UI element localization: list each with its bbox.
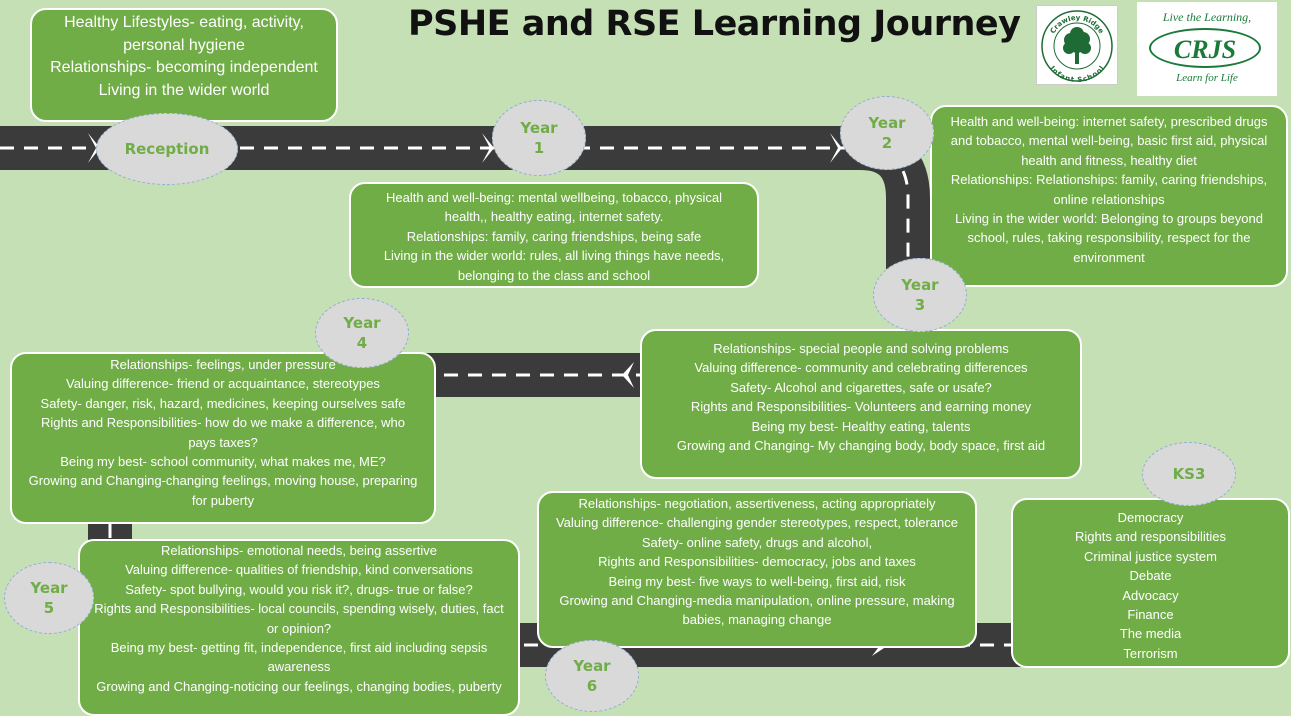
box-line: Living in the wider world xyxy=(98,81,270,99)
oval-number: 6 xyxy=(586,677,598,695)
arrow-left-icon xyxy=(622,362,634,388)
crawley-ridge-logo: Crawley Ridge Infant School xyxy=(1036,5,1118,85)
box-line: Healthy Lifestyles- eating, activity, pe… xyxy=(64,14,304,54)
box-line: Debate xyxy=(1129,568,1172,584)
year1-oval: Year 1 xyxy=(492,100,586,176)
oval-label: KS3 xyxy=(1172,465,1206,483)
oval-number: 4 xyxy=(356,334,368,352)
oval-number: 3 xyxy=(914,296,926,314)
box-line: Relationships- special people and solvin… xyxy=(713,341,1009,356)
box-line: Valuing difference- qualities of friends… xyxy=(125,562,473,578)
crjs-logo-bottom-text: Learn for Life xyxy=(1176,72,1238,84)
year2-oval: Year 2 xyxy=(840,96,934,170)
box-line: The media xyxy=(1119,626,1182,642)
year4-oval: Year 4 xyxy=(315,298,409,368)
box-line: Growing and Changing-changing feelings, … xyxy=(28,473,418,508)
box-line: Being my best- getting fit, independence… xyxy=(110,640,488,675)
box-line: Health and well-being: internet safety, … xyxy=(950,114,1268,168)
box-line: Finance xyxy=(1127,607,1174,623)
box-line: Being my best- five ways to well-being, … xyxy=(608,573,906,589)
box-line: Relationships- negotiation, assertivenes… xyxy=(578,496,936,511)
box-line: Terrorism xyxy=(1123,645,1178,661)
year4-box: Relationships- feelings, under pressure … xyxy=(10,352,436,524)
box-line: Valuing difference- community and celebr… xyxy=(694,360,1028,376)
box-line: Criminal justice system xyxy=(1084,548,1217,564)
oval-label: Year xyxy=(343,314,381,332)
box-line: Rights and Responsibilities- how do we m… xyxy=(41,415,405,450)
box-line: Rights and responsibilities xyxy=(1074,529,1227,545)
oval-label: Year xyxy=(520,119,558,137)
box-line: Valuing difference- challenging gender s… xyxy=(555,515,959,531)
box-line: Relationships: Relationships: family, ca… xyxy=(950,172,1268,207)
oval-label: Reception xyxy=(124,140,210,158)
box-line: Relationships: family, caring friendship… xyxy=(406,228,702,244)
year3-oval: Year 3 xyxy=(873,258,967,332)
oval-number: 2 xyxy=(881,134,893,152)
box-line: Being my best- school community, what ma… xyxy=(60,454,386,470)
arrow-right-icon xyxy=(482,133,494,163)
box-line: Relationships- becoming independent xyxy=(50,59,318,76)
box-line: Relationships- feelings, under pressure xyxy=(110,357,336,372)
year6-oval: Year 6 xyxy=(545,640,639,712)
year5-box: Relationships- emotional needs, being as… xyxy=(78,539,520,716)
year6-box: Relationships- negotiation, assertivenes… xyxy=(537,491,977,648)
box-line: Rights and Responsibilities- local counc… xyxy=(94,601,504,636)
ks3-box: Democracy Rights and responsibilities Cr… xyxy=(1011,498,1290,668)
box-line: Growing and Changing-noticing our feelin… xyxy=(96,678,502,694)
crjs-logo: Live the Learning, CRJS Learn for Life xyxy=(1137,2,1277,96)
box-line: Growing and Changing-media manipulation,… xyxy=(559,593,955,628)
oval-label: Year xyxy=(868,114,906,132)
box-line: Rights and Responsibilities- democracy, … xyxy=(598,554,916,570)
school-badge-icon: Crawley Ridge Infant School xyxy=(1041,10,1113,84)
box-line: Living in the wider world: rules, all li… xyxy=(383,248,725,283)
oval-number: 1 xyxy=(533,139,545,157)
box-line: Growing and Changing- My changing body, … xyxy=(676,438,1046,454)
year5-oval: Year 5 xyxy=(4,562,94,634)
crjs-logo-top-text: Live the Learning, xyxy=(1162,10,1252,24)
year1-box: Health and well-being: mental wellbeing,… xyxy=(349,182,759,288)
box-line: Safety- online safety, drugs and alcohol… xyxy=(641,534,873,550)
box-line: Being my best- Healthy eating, talents xyxy=(751,418,971,434)
box-line: Safety- spot bullying, would you risk it… xyxy=(125,581,473,597)
reception-oval: Reception xyxy=(96,113,238,185)
box-line: Relationships- emotional needs, being as… xyxy=(160,543,438,558)
box-line: Democracy xyxy=(1117,510,1184,525)
oval-label: Year xyxy=(573,657,611,675)
arrow-right-icon xyxy=(830,133,842,163)
box-line: Safety- Alcohol and cigarettes, safe or … xyxy=(730,379,992,395)
reception-box: Healthy Lifestyles- eating, activity, pe… xyxy=(30,8,338,122)
box-line: Safety- danger, risk, hazard, medicines,… xyxy=(40,395,406,411)
year2-box: Health and well-being: internet safety, … xyxy=(930,105,1288,287)
crjs-logo-main-text: CRJS xyxy=(1149,28,1261,68)
oval-label: Year xyxy=(30,579,68,597)
ks3-oval: KS3 xyxy=(1142,442,1236,506)
page-title: PSHE and RSE Learning Journey xyxy=(408,4,1021,44)
oval-label: Year xyxy=(901,276,939,294)
box-line: Living in the wider world: Belonging to … xyxy=(955,211,1263,265)
box-line: Health and well-being: mental wellbeing,… xyxy=(385,190,723,225)
box-line: Advocacy xyxy=(1122,587,1179,603)
oval-number: 5 xyxy=(43,599,55,617)
box-line: Valuing difference- friend or acquaintan… xyxy=(66,376,380,392)
year3-box: Relationships- special people and solvin… xyxy=(640,329,1082,479)
box-line: Rights and Responsibilities- Volunteers … xyxy=(690,399,1032,415)
